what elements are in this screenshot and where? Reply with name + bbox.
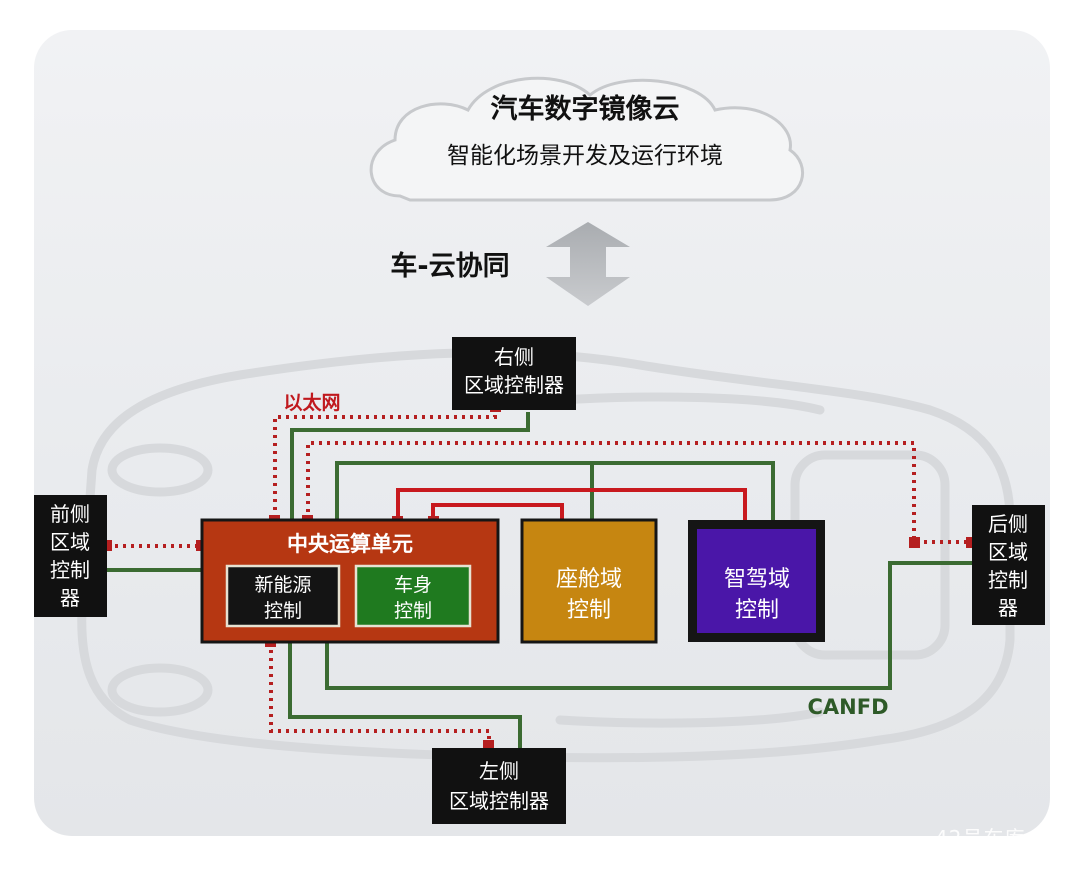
right-zone-label-1: 右侧 [494,345,534,369]
cockpit-domain-control: 座舱域 控制 [520,518,658,644]
new-energy-label-1: 新能源 [254,574,311,596]
right-zone-controller: 右侧 区域控制器 [452,337,576,410]
new-energy-label-2: 控制 [264,600,302,622]
cloud-subtitle: 智能化场景开发及运行环境 [447,143,723,169]
front-zone-controller: 前侧 区域 控制 器 [34,495,107,617]
new-energy-control: 新能源 控制 [225,564,341,628]
rear-zone-label-3: 控制 [988,568,1028,592]
cloud-shape [369,76,805,202]
left-zone-controller: 左侧 区域控制器 [432,748,566,824]
rear-zone-label-1: 后侧 [988,512,1028,536]
rear-zone-label-2: 区域 [988,540,1028,564]
cockpit-label-2: 控制 [567,598,611,623]
left-zone-label-1: 左侧 [479,759,519,783]
ethernet-lines [107,407,972,748]
cockpit-label-1: 座舱域 [556,567,622,592]
double-arrow-icon [546,222,630,306]
sync-label: 车-云协同 [390,250,509,282]
adas-label-1: 智驾域 [724,567,790,592]
front-zone-label-4: 器 [60,586,80,610]
front-zone-label-3: 控制 [50,558,90,582]
rear-zone-controller: 后侧 区域 控制 器 [972,505,1045,625]
central-compute-label: 中央运算单元 [287,532,413,556]
ethernet-label: 以太网 [283,391,340,414]
canfd-label: CANFD [807,695,888,719]
rear-zone-label-4: 器 [998,596,1018,620]
body-control: 车身 控制 [354,564,472,628]
left-zone-label-2: 区域控制器 [449,789,549,813]
cloud-title: 汽车数字镜像云 [491,93,680,125]
adas-label-2: 控制 [735,598,779,623]
adas-domain-control: 智驾域 控制 [688,520,825,642]
body-label-1: 车身 [394,574,432,596]
front-zone-label-1: 前侧 [50,502,90,526]
right-zone-label-2: 区域控制器 [464,373,564,397]
watermark-text: 42号车库 [935,826,1026,850]
front-zone-label-2: 区域 [50,530,90,554]
canfd-lines [107,412,972,750]
body-label-2: 控制 [394,600,432,622]
